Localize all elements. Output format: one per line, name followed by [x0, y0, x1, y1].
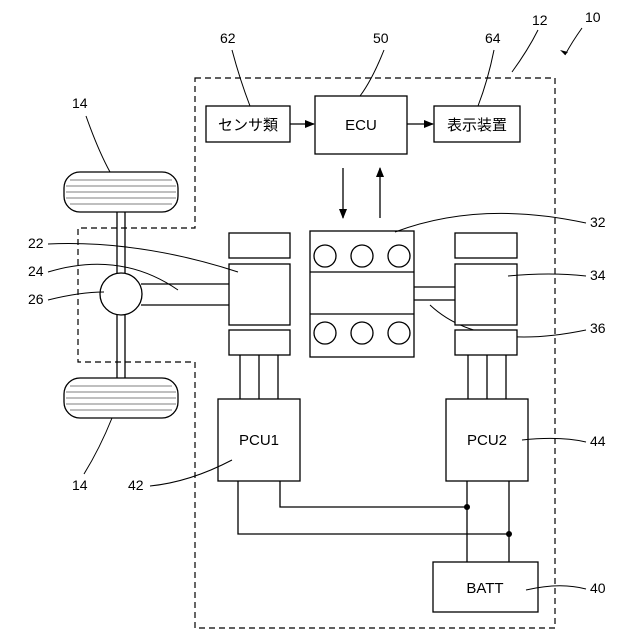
dc-bus-wiring: [238, 481, 512, 562]
motor2-phase-lines: [468, 355, 506, 399]
ref-label-shaft: 24: [28, 263, 44, 279]
leader-ecu: [360, 50, 384, 96]
ref-label-boundary: 12: [532, 12, 548, 28]
battery-label: BATT: [466, 580, 503, 597]
wheel-bottom: [64, 378, 178, 418]
leader-differential: [48, 292, 104, 300]
wheel-top: [64, 172, 178, 212]
leader-wheel-bottom: [84, 418, 112, 474]
ref-label-sensors: 62: [220, 30, 236, 46]
engine-shaft: [414, 287, 455, 300]
ref-label-wheel-top: 14: [72, 95, 88, 111]
leader-engine: [395, 213, 586, 232]
ref-label-motor1: 22: [28, 235, 44, 251]
ref-label-vehicle: 10: [585, 9, 601, 25]
leader-motor1: [48, 244, 238, 272]
ecu-label: ECU: [345, 117, 377, 134]
ref-label-wheel-bottom: 14: [72, 477, 88, 493]
leader-boundary: [512, 30, 538, 72]
sensors-label: センサ類: [218, 117, 278, 134]
leader-wheel-top: [86, 116, 110, 172]
leader-pcu2: [522, 438, 586, 442]
motor2-body: [455, 264, 517, 325]
pcu2-label: PCU2: [467, 432, 507, 449]
motor2-top-section: [455, 233, 517, 258]
display-label: 表示装置: [447, 117, 507, 134]
ref-label-battery: 40: [590, 580, 606, 596]
ref-label-pcu2: 44: [590, 433, 606, 449]
pcu1-label: PCU1: [239, 432, 279, 449]
differential: [100, 273, 142, 315]
ref-label-engine: 32: [590, 214, 606, 230]
motor1-body: [229, 264, 290, 325]
ref-label-engine-shaft: 36: [590, 320, 606, 336]
leader-motor2: [508, 274, 586, 276]
ref-label-ecu: 50: [373, 30, 389, 46]
motor2-bottom-section: [455, 330, 517, 355]
ref-label-pcu1: 42: [128, 477, 144, 493]
drive-shaft: [141, 284, 229, 305]
leader-vehicle: [565, 28, 582, 55]
ref-label-display: 64: [485, 30, 501, 46]
ref-label-differential: 26: [28, 291, 44, 307]
engine: [310, 231, 414, 357]
ref-label-motor2: 34: [590, 267, 606, 283]
motor1-top-section: [229, 233, 290, 258]
motor1-phase-lines: [240, 355, 278, 399]
motor1-bottom-section: [229, 330, 290, 355]
